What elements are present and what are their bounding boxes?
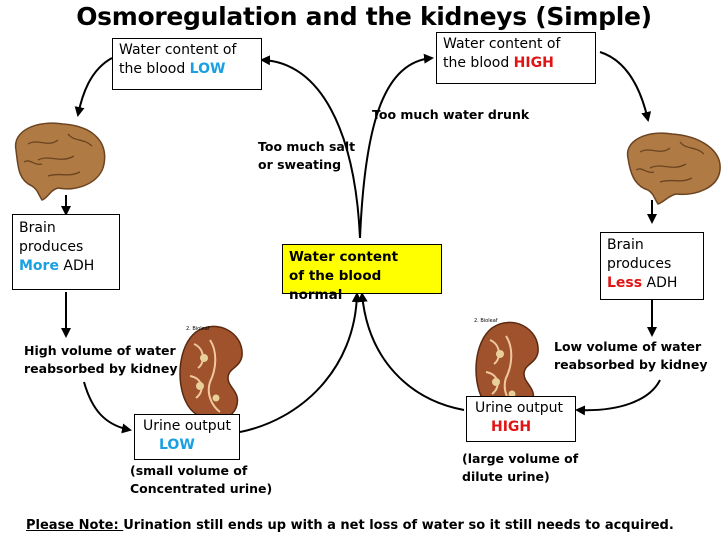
arrow-normal-to-low bbox=[260, 55, 361, 239]
label-large-vol-l2: dilute urine) bbox=[462, 469, 550, 484]
kidney-tag-left: 2. Bioleaf bbox=[186, 326, 210, 332]
box-urine-high: Urine output HIGH bbox=[466, 396, 576, 442]
arrow-urine-high-to-normal bbox=[357, 292, 465, 411]
arrow-high-to-brain bbox=[599, 51, 652, 122]
box-water-high-line2: the blood bbox=[443, 55, 514, 71]
normal-l2: of the blood normal bbox=[289, 268, 382, 303]
label-large-vol-l1: (large volume of bbox=[462, 451, 579, 466]
urine-low-l1: Urine output bbox=[143, 418, 232, 434]
kidney-icon bbox=[475, 321, 539, 417]
arrow-low-to-brain bbox=[74, 57, 113, 117]
kidney-tag-right: 2. Bioleaf bbox=[474, 318, 498, 324]
note-prefix: Please Note: bbox=[26, 518, 124, 533]
box-water-high-line1: Water content of bbox=[443, 36, 561, 52]
label-low-vol-l1: Low volume of water bbox=[554, 339, 702, 354]
label-small-vol-l2: Concentrated urine) bbox=[130, 481, 273, 496]
more-highlight: More bbox=[19, 258, 59, 274]
label-too-much-salt: Too much salt or sweating bbox=[258, 138, 355, 174]
brain-left-l2: produces bbox=[19, 239, 84, 255]
label-small-vol-l1: (small volume of bbox=[130, 463, 248, 478]
label-too-much-water: Too much water drunk bbox=[372, 107, 530, 122]
label-low-volume: Low volume of water reabsorbed by kidney bbox=[554, 338, 707, 374]
brain-left-post: ADH bbox=[58, 258, 95, 274]
box-water-low: Water content of the blood LOW bbox=[112, 38, 262, 90]
label-small-volume: (small volume of Concentrated urine) bbox=[130, 462, 272, 498]
brain-right-post: ADH bbox=[642, 275, 678, 291]
brain-left-l1: Brain bbox=[19, 220, 56, 236]
page-title: Osmoregulation and the kidneys (Simple) bbox=[76, 2, 652, 31]
brain-icon bbox=[14, 122, 106, 201]
label-high-vol-l2: reabsorbed by kidney bbox=[24, 361, 178, 376]
normal-l1: Water content bbox=[289, 249, 399, 265]
arrow-normal-to-high bbox=[359, 53, 434, 239]
label-low-vol-l2: reabsorbed by kidney bbox=[554, 357, 708, 372]
label-high-volume: High volume of water reabsorbed by kidne… bbox=[24, 342, 177, 378]
box-brain-more-adh: Brain produces More ADH bbox=[12, 214, 120, 290]
brain-right-l1: Brain bbox=[607, 237, 644, 253]
box-water-low-line2: the blood bbox=[119, 61, 190, 77]
urine-high-l1: Urine output bbox=[475, 400, 564, 416]
box-brain-less-adh: Brain produces Less ADH bbox=[600, 232, 704, 300]
label-high-vol-l1: High volume of water bbox=[24, 343, 176, 358]
box-water-normal: Water content of the blood normal bbox=[282, 244, 442, 303]
label-salt-l2: or sweating bbox=[258, 157, 342, 172]
label-salt-l1: Too much salt bbox=[258, 139, 356, 154]
brain-icon bbox=[626, 132, 721, 205]
label-large-volume: (large volume of dilute urine) bbox=[462, 450, 578, 486]
high-highlight: HIGH bbox=[513, 55, 554, 71]
footer-note: Please Note: Urination still ends up wit… bbox=[26, 518, 674, 533]
brain-right-l2: produces bbox=[607, 256, 672, 272]
box-water-high: Water content of the blood HIGH bbox=[436, 32, 596, 84]
urine-high-highlight: HIGH bbox=[491, 419, 532, 435]
arrow-urine-low-to-normal bbox=[239, 292, 362, 433]
box-water-low-line1: Water content of bbox=[119, 42, 237, 58]
urine-low-highlight: LOW bbox=[159, 437, 195, 453]
low-highlight: LOW bbox=[189, 61, 226, 77]
arrow-to-urine-low bbox=[83, 381, 132, 434]
less-highlight: Less bbox=[607, 275, 643, 291]
arrow-to-urine-high bbox=[575, 379, 661, 416]
box-urine-low: Urine output LOW bbox=[134, 414, 240, 460]
note-text: Urination still ends up with a net loss … bbox=[123, 518, 674, 533]
kidney-icon bbox=[179, 325, 243, 421]
